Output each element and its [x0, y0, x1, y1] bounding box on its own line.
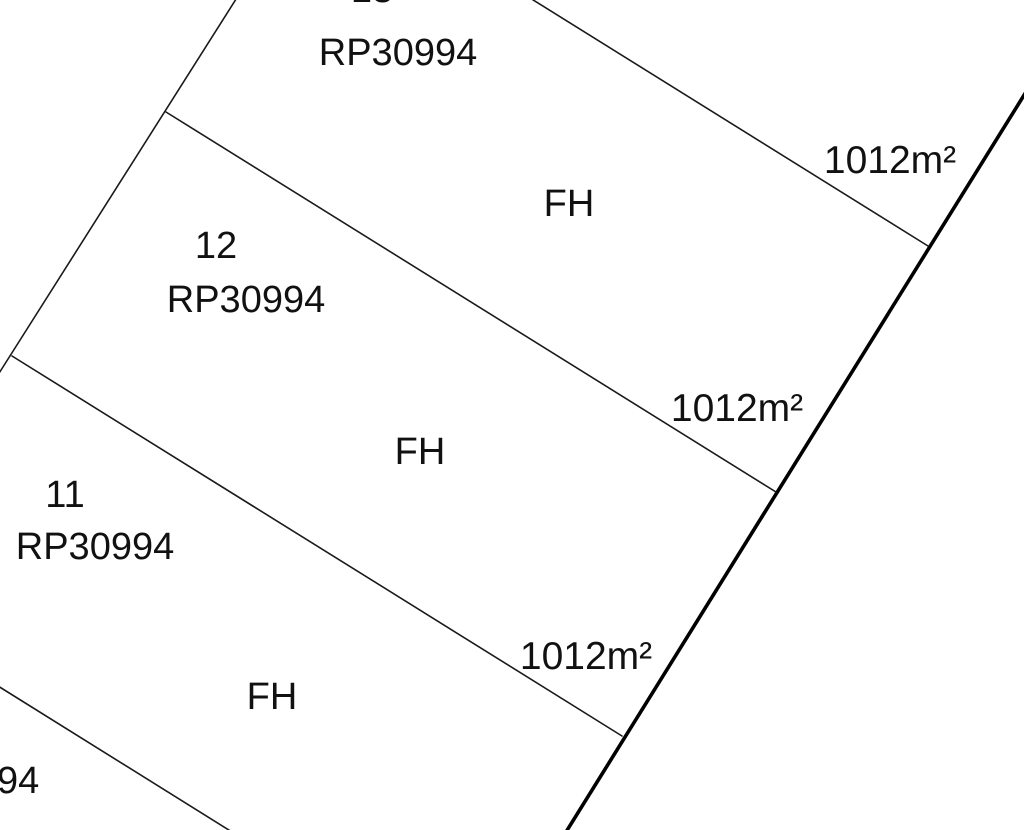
lot-11-number: 11 — [45, 474, 84, 516]
lot-12-tenure: FH — [395, 431, 446, 473]
lot-12-area: 1012m² — [671, 387, 803, 430]
lot-boundary-13-12 — [165, 111, 777, 493]
lot-12: 12 RP30994 FH 1012m² — [167, 225, 803, 473]
lot-boundary-top — [531, 0, 929, 247]
lot-boundary-12-11 — [11, 355, 623, 737]
lot-13: 13 RP30994 FH 1012m² — [319, 0, 956, 225]
lot-boundary-11-10 — [0, 686, 231, 830]
lot-10-fragment: 94 — [0, 760, 39, 802]
street-frontage-line — [565, 91, 1024, 830]
lot-13-number: 13 — [351, 0, 393, 11]
lot-12-number: 12 — [195, 225, 237, 267]
lot-13-area: 1012m² — [824, 139, 956, 182]
lot-11-plan: RP30994 — [16, 526, 174, 568]
lot-10-plan-fragment: 94 — [0, 760, 39, 802]
rear-boundary-line — [0, 0, 237, 374]
lot-11-tenure: FH — [247, 676, 298, 718]
lot-13-tenure: FH — [544, 183, 595, 225]
lot-12-plan: RP30994 — [167, 279, 325, 321]
lot-11: 11 RP30994 FH 1012m² — [16, 474, 652, 718]
lot-13-plan: RP30994 — [319, 32, 477, 74]
lot-11-area: 1012m² — [520, 635, 652, 678]
